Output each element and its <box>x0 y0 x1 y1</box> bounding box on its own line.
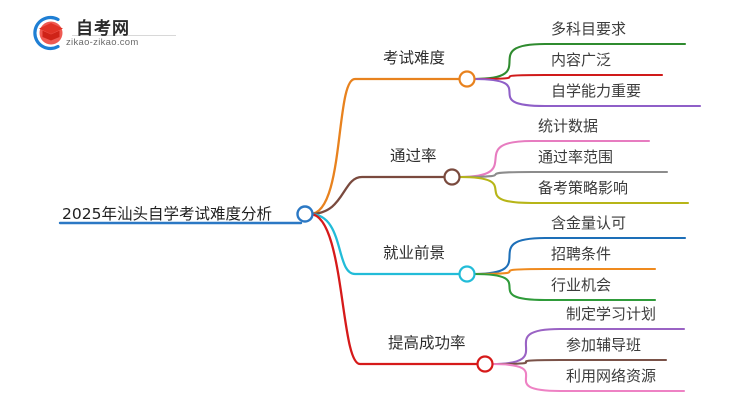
leaf-connector <box>472 267 657 276</box>
leaf-node-label-2-0[interactable]: 含金量认可 <box>551 214 627 232</box>
site-logo: 自考网 zikao-zikao.com <box>28 10 178 58</box>
leaf-connector <box>472 42 687 81</box>
leaf-connector <box>457 170 669 179</box>
graduation-cap-icon <box>28 12 70 54</box>
leaf-connector <box>490 327 686 366</box>
branch-node-label-3[interactable]: 提高成功率 <box>388 334 466 352</box>
leaf-connector <box>472 272 657 302</box>
leaf-node-label-0-1[interactable]: 内容广泛 <box>551 51 612 69</box>
leaf-connector <box>457 139 651 179</box>
leaf-connector <box>472 73 664 81</box>
branch-node-circle[interactable] <box>458 265 476 283</box>
leaf-connector <box>490 362 686 393</box>
leaf-node-label-3-1[interactable]: 参加辅导班 <box>566 336 642 354</box>
branch-node-circle[interactable] <box>443 168 461 186</box>
branch-connector <box>308 212 462 276</box>
leaf-node-label-2-2[interactable]: 行业机会 <box>551 276 612 294</box>
branch-connector <box>308 77 462 216</box>
branch-node-label-2[interactable]: 就业前景 <box>383 244 446 262</box>
logo-divider <box>72 35 176 36</box>
leaf-node-label-1-1[interactable]: 通过率范围 <box>538 148 614 166</box>
branch-node-label-1[interactable]: 通过率 <box>390 147 437 165</box>
leaf-node-label-3-2[interactable]: 利用网络资源 <box>566 367 657 385</box>
leaf-node-label-2-1[interactable]: 招聘条件 <box>551 245 612 263</box>
leaf-connector <box>490 358 668 366</box>
leaf-node-label-3-0[interactable]: 制定学习计划 <box>566 305 657 323</box>
branch-node-circle[interactable] <box>458 70 476 88</box>
leaf-node-label-0-2[interactable]: 自学能力重要 <box>551 82 642 100</box>
logo-title: 自考网 <box>76 19 130 39</box>
leaf-node-label-1-2[interactable]: 备考策略影响 <box>538 179 629 197</box>
branch-node-circle[interactable] <box>476 355 494 373</box>
logo-url: zikao-zikao.com <box>66 37 139 48</box>
leaf-connector <box>472 236 687 276</box>
branch-connector <box>308 212 480 366</box>
leaf-connector <box>472 77 702 108</box>
branch-connector <box>308 175 447 216</box>
leaf-connector <box>457 175 690 205</box>
leaf-node-label-0-0[interactable]: 多科目要求 <box>551 20 627 38</box>
branch-node-label-0[interactable]: 考试难度 <box>383 49 446 67</box>
leaf-node-label-1-0[interactable]: 统计数据 <box>538 117 599 135</box>
root-node-circle[interactable] <box>296 205 314 223</box>
root-node-label: 2025年汕头自学考试难度分析 <box>62 205 272 223</box>
